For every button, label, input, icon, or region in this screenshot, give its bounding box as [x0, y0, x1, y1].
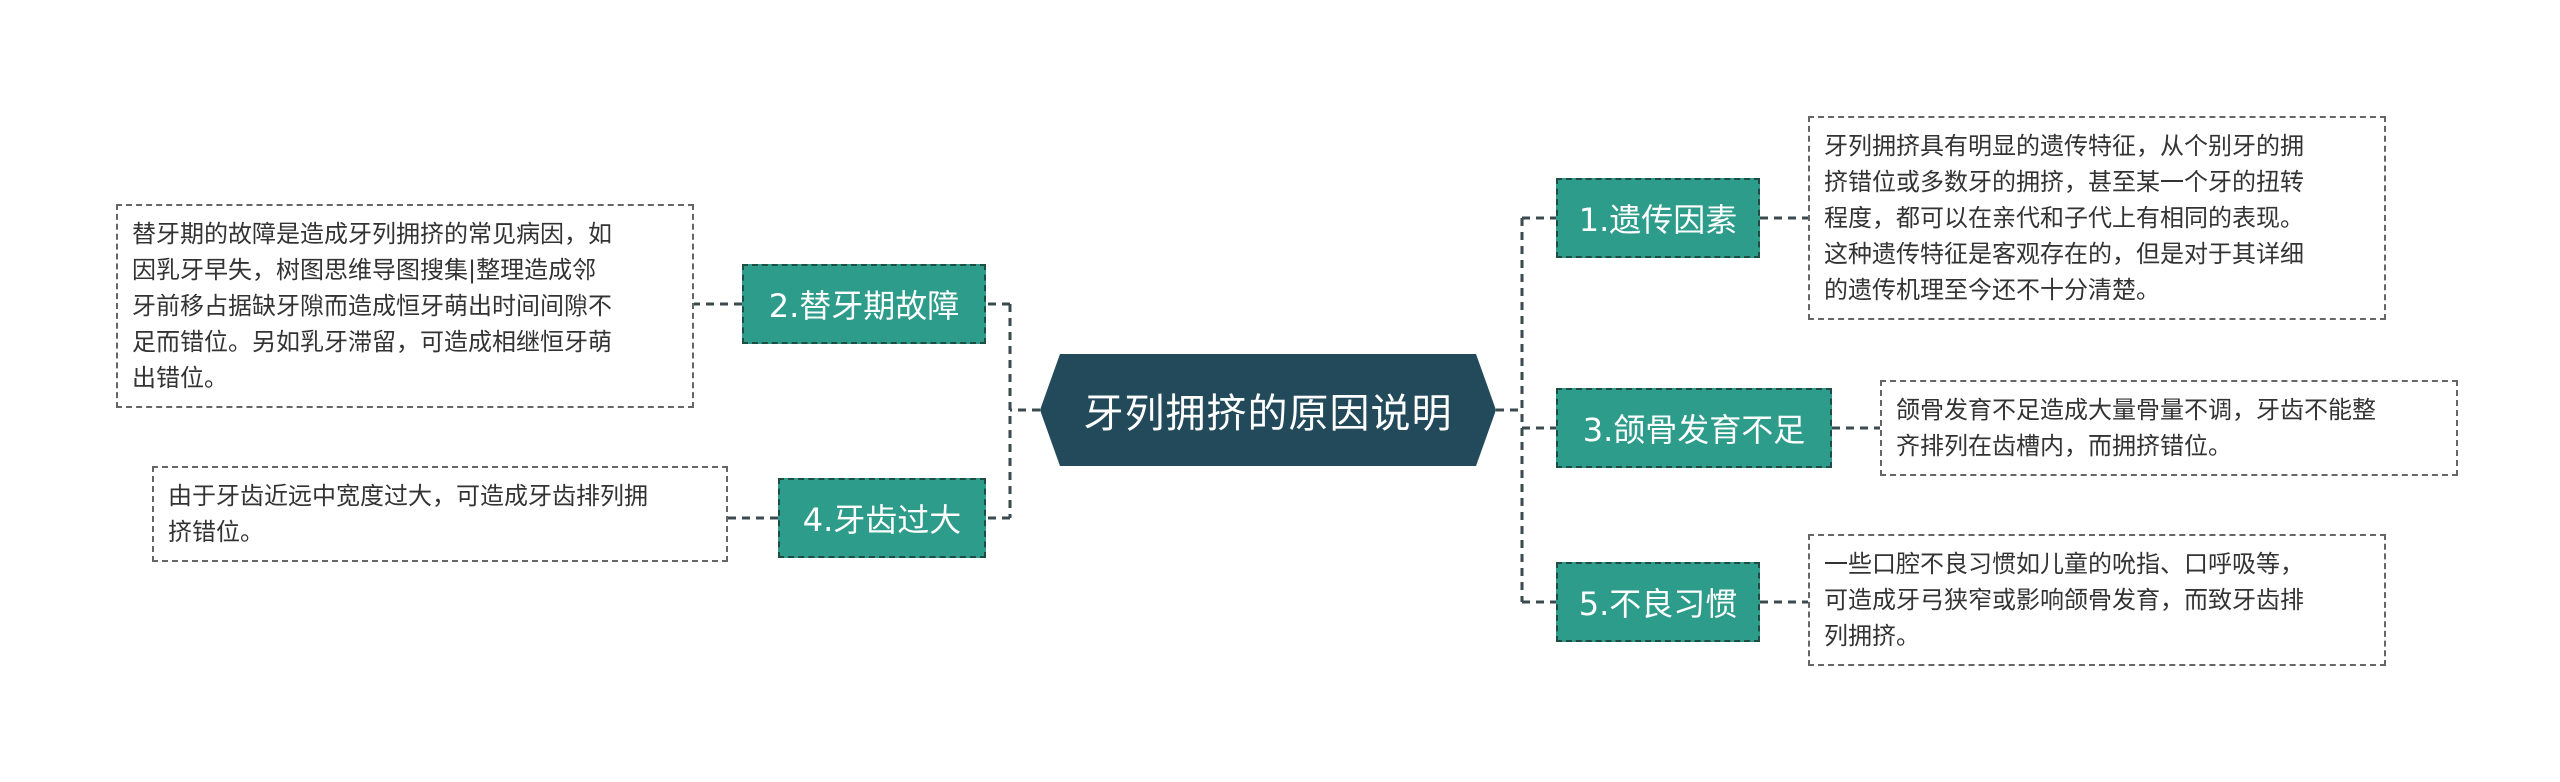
leaf-line: 牙前移占据缺牙隙而造成恒牙萌出时间间隙不	[132, 292, 612, 320]
central-topic[interactable]: 牙列拥挤的原因说明	[1040, 354, 1496, 466]
leaf-jaw-development: 颌骨发育不足造成大量骨量不调，牙齿不能整 齐排列在齿槽内，而拥挤错位。	[1880, 380, 2458, 476]
branch-heredity[interactable]: 1.遗传因素	[1556, 178, 1760, 258]
leaf-line: 可造成牙弓狭窄或影响颌骨发育，而致牙齿排	[1824, 586, 2304, 614]
leaf-line: 这种遗传特征是客观存在的，但是对于其详细	[1824, 240, 2304, 268]
leaf-line: 一些口腔不良习惯如儿童的吮指、口呼吸等，	[1824, 550, 2304, 578]
branch-bad-habits[interactable]: 5.不良习惯	[1556, 562, 1760, 642]
branch-label: 2.替牙期故障	[768, 287, 960, 325]
branch-oversized-teeth[interactable]: 4.牙齿过大	[778, 478, 986, 558]
leaf-line: 牙列拥挤具有明显的遗传特征，从个别牙的拥	[1824, 132, 2304, 160]
branch-tooth-exchange[interactable]: 2.替牙期故障	[742, 264, 986, 344]
leaf-line: 颌骨发育不足造成大量骨量不调，牙齿不能整	[1896, 396, 2376, 424]
branch-label: 5.不良习惯	[1578, 585, 1738, 623]
leaf-heredity: 牙列拥挤具有明显的遗传特征，从个别牙的拥 挤错位或多数牙的拥挤，甚至某一个牙的扭…	[1808, 116, 2386, 320]
leaf-tooth-exchange: 替牙期的故障是造成牙列拥挤的常见病因，如 因乳牙早失，树图思维导图搜集|整理造成…	[116, 204, 694, 408]
leaf-oversized-teeth: 由于牙齿近远中宽度过大，可造成牙齿排列拥 挤错位。	[152, 466, 728, 562]
leaf-line: 由于牙齿近远中宽度过大，可造成牙齿排列拥	[168, 482, 648, 510]
leaf-line: 挤错位。	[168, 518, 264, 546]
leaf-line: 的遗传机理至今还不十分清楚。	[1824, 276, 2160, 304]
leaf-line: 挤错位或多数牙的拥挤，甚至某一个牙的扭转	[1824, 168, 2304, 196]
leaf-line: 出错位。	[132, 364, 228, 392]
central-topic-label: 牙列拥挤的原因说明	[1083, 391, 1453, 437]
leaf-line: 因乳牙早失，树图思维导图搜集|整理造成邻	[132, 256, 597, 284]
leaf-line: 足而错位。另如乳牙滞留，可造成相继恒牙萌	[132, 328, 612, 356]
branch-label: 1.遗传因素	[1578, 201, 1738, 239]
branch-jaw-development[interactable]: 3.颌骨发育不足	[1556, 388, 1832, 468]
leaf-line: 齐排列在齿槽内，而拥挤错位。	[1896, 432, 2232, 460]
branch-label: 3.颌骨发育不足	[1582, 411, 1806, 449]
leaf-line: 程度，都可以在亲代和子代上有相同的表现。	[1824, 204, 2304, 232]
leaf-line: 替牙期的故障是造成牙列拥挤的常见病因，如	[132, 220, 612, 248]
leaf-line: 列拥挤。	[1824, 622, 1920, 650]
leaf-bad-habits: 一些口腔不良习惯如儿童的吮指、口呼吸等， 可造成牙弓狭窄或影响颌骨发育，而致牙齿…	[1808, 534, 2386, 666]
branch-label: 4.牙齿过大	[802, 501, 962, 539]
